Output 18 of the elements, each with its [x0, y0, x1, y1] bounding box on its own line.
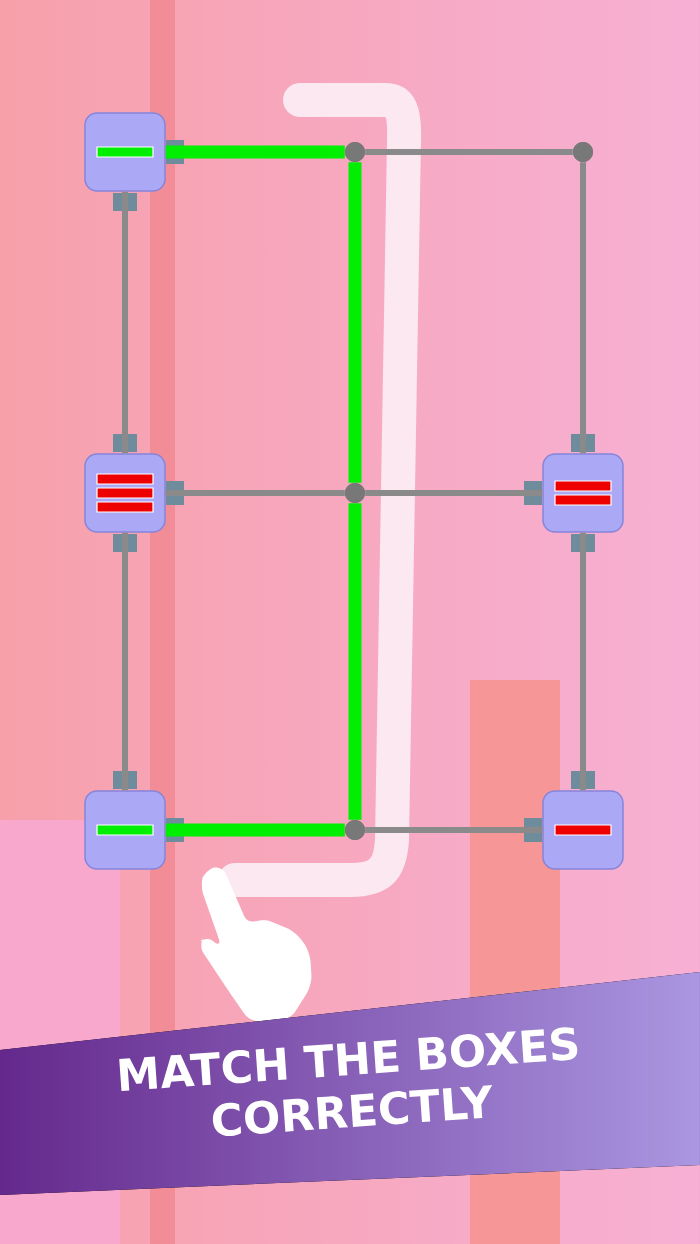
wire [165, 823, 345, 837]
wire [580, 162, 586, 454]
wire [122, 191, 128, 454]
switch-box [84, 771, 184, 870]
wire [165, 490, 345, 496]
wire [365, 149, 573, 155]
switch-box [84, 112, 184, 211]
wire [365, 490, 543, 496]
wire [165, 145, 345, 159]
wire [348, 162, 362, 483]
wire [348, 503, 362, 820]
switch-box [524, 434, 624, 552]
wire [122, 532, 128, 791]
banner-text: MATCH THE BOXES CORRECTLY [119, 1027, 578, 1137]
switch-box [524, 771, 624, 870]
switch-box [84, 434, 184, 552]
wire [580, 532, 586, 791]
wire [365, 827, 543, 833]
